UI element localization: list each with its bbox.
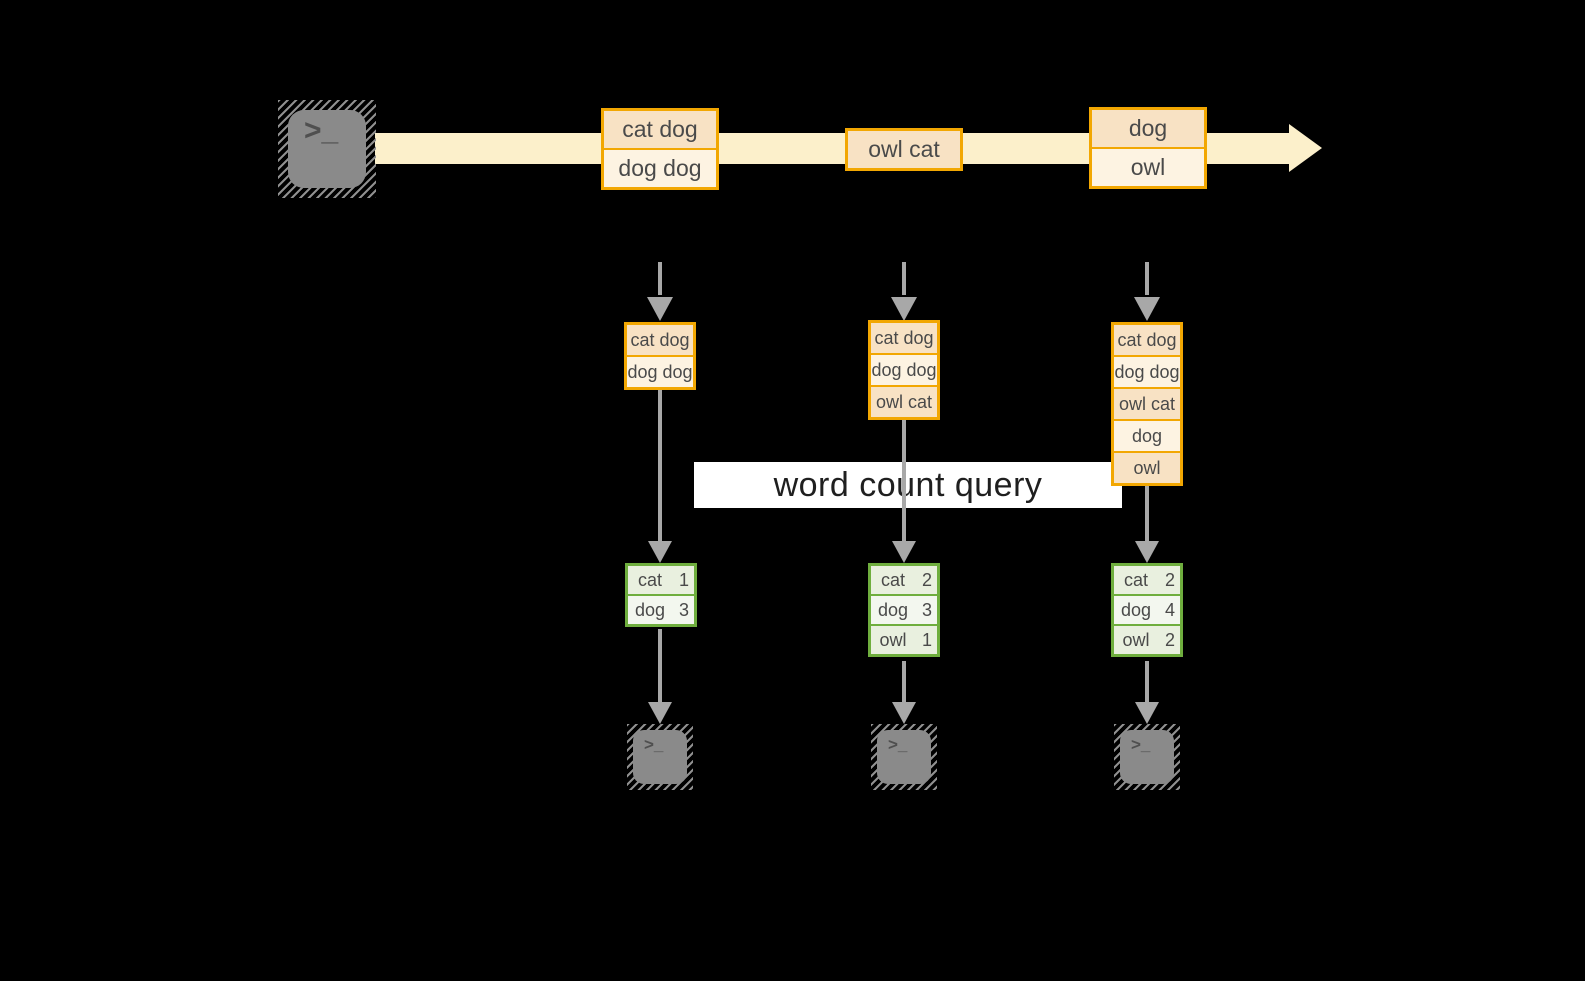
terminal-prompt-icon: >_	[888, 735, 908, 754]
word-cell: dog	[877, 600, 909, 620]
connector-line	[658, 629, 662, 702]
window-item: owl cat	[1114, 389, 1180, 419]
count-cell: 4	[1164, 600, 1175, 620]
connector-arrowhead	[648, 541, 672, 563]
table-row: dog 4	[1114, 596, 1180, 624]
count-table-1: cat 1 dog 3	[625, 563, 697, 627]
window-item: cat dog	[871, 323, 937, 353]
count-cell: 2	[1164, 630, 1175, 650]
sink-terminal-2: >_	[871, 724, 937, 790]
terminal-icon: >_	[877, 730, 931, 784]
count-cell: 1	[678, 570, 689, 590]
connector-line	[658, 388, 662, 541]
terminal-prompt-icon: >_	[644, 735, 664, 754]
word-cell: cat	[637, 570, 662, 590]
terminal-prompt-icon: >_	[1131, 735, 1151, 754]
window-item: owl cat	[871, 387, 937, 417]
stream-arrowhead	[1289, 124, 1322, 172]
word-cell: cat	[1123, 570, 1148, 590]
window-stack-2: cat dog dog dog owl cat	[868, 320, 940, 420]
event-line: dog	[1092, 110, 1204, 147]
table-row: cat 2	[871, 566, 937, 594]
count-cell: 2	[921, 570, 932, 590]
event-line: owl cat	[848, 131, 960, 168]
connector-arrowhead	[1135, 541, 1159, 563]
connector-line	[902, 661, 906, 702]
drop-arrowhead-1	[647, 297, 673, 321]
window-stack-3: cat dog dog dog owl cat dog owl	[1111, 322, 1183, 486]
query-banner-label: word count query	[773, 465, 1043, 504]
table-row: cat 2	[1114, 566, 1180, 594]
drop-dash-2	[902, 262, 906, 295]
connector-arrowhead	[1135, 702, 1159, 724]
sink-terminal-1: >_	[627, 724, 693, 790]
window-item: dog dog	[627, 357, 693, 387]
drop-arrowhead-2	[891, 297, 917, 321]
connector-arrowhead	[892, 702, 916, 724]
connector-arrowhead	[648, 702, 672, 724]
window-item: dog dog	[1114, 357, 1180, 387]
word-cell: owl	[879, 630, 907, 650]
sink-terminal-3: >_	[1114, 724, 1180, 790]
table-row: dog 3	[628, 596, 694, 624]
stream-event-2: owl cat	[845, 128, 963, 171]
count-cell: 3	[678, 600, 689, 620]
terminal-prompt-icon: >_	[304, 114, 339, 147]
count-cell: 3	[921, 600, 932, 620]
window-item: dog	[1114, 421, 1180, 451]
window-stack-1: cat dog dog dog	[624, 322, 696, 390]
window-item: owl	[1114, 453, 1180, 483]
table-row: cat 1	[628, 566, 694, 594]
event-line: owl	[1092, 149, 1204, 186]
stream-event-1: cat dog dog dog	[601, 108, 719, 190]
word-cell: owl	[1122, 630, 1150, 650]
drop-dash-1	[658, 262, 662, 295]
word-cell: dog	[634, 600, 666, 620]
table-row: dog 3	[871, 596, 937, 624]
window-item: cat dog	[1114, 325, 1180, 355]
word-cell: dog	[1120, 600, 1152, 620]
query-banner: word count query	[694, 462, 1122, 508]
connector-line	[1145, 661, 1149, 702]
connector-line	[902, 417, 906, 541]
source-terminal: >_	[278, 100, 376, 198]
table-row: owl 2	[1114, 626, 1180, 654]
word-cell: cat	[880, 570, 905, 590]
event-line: dog dog	[604, 150, 716, 187]
terminal-icon: >_	[633, 730, 687, 784]
drop-dash-3	[1145, 262, 1149, 295]
window-item: dog dog	[871, 355, 937, 385]
drop-arrowhead-3	[1134, 297, 1160, 321]
stream-event-3: dog owl	[1089, 107, 1207, 189]
table-row: owl 1	[871, 626, 937, 654]
window-item: cat dog	[627, 325, 693, 355]
connector-arrowhead	[892, 541, 916, 563]
connector-line	[1145, 481, 1149, 541]
count-table-3: cat 2 dog 4 owl 2	[1111, 563, 1183, 657]
event-line: cat dog	[604, 111, 716, 148]
terminal-icon: >_	[288, 110, 366, 188]
count-table-2: cat 2 dog 3 owl 1	[868, 563, 940, 657]
count-cell: 1	[921, 630, 932, 650]
terminal-icon: >_	[1120, 730, 1174, 784]
count-cell: 2	[1164, 570, 1175, 590]
